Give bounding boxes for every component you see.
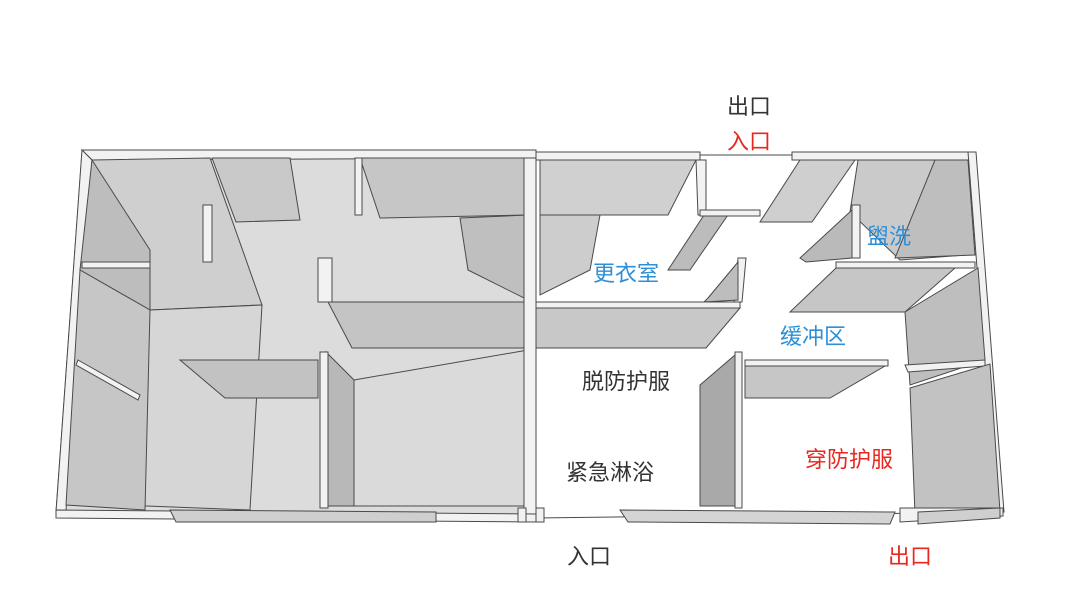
washroom-divider <box>851 204 861 259</box>
wear-ppe-top-wall <box>744 359 889 367</box>
doorway-mark-1 <box>535 507 545 523</box>
separator-wall-face <box>535 307 742 349</box>
room-face-9 <box>178 359 319 399</box>
label-emergency-shower: 紧急淋浴 <box>565 461 655 486</box>
label-washroom: 盥洗 <box>866 225 912 250</box>
room-face-4 <box>65 269 151 511</box>
separator-wall-top <box>535 301 741 309</box>
partition-4 <box>319 351 329 509</box>
label-wear-ppe: 穿防护服 <box>804 448 894 473</box>
partition-7 <box>75 359 141 401</box>
lower-right-face <box>909 363 1001 515</box>
label-bottom-exit: 出口 <box>887 545 933 570</box>
washroom-left-face <box>799 208 853 263</box>
label-remove-ppe: 脱防护服 <box>581 370 671 395</box>
wear-ppe-partition <box>734 351 743 509</box>
changing-room-front-face <box>702 260 739 303</box>
doorway-marks <box>517 507 545 523</box>
label-buffer-zone: 缓冲区 <box>779 325 847 350</box>
label-changing-room: 更衣室 <box>592 262 660 287</box>
top-wall-left <box>535 151 701 161</box>
changing-room-divider <box>695 159 707 216</box>
partition-2 <box>354 157 363 216</box>
changing-room-side-top <box>699 209 761 217</box>
room-face-6 <box>359 157 529 219</box>
wear-ppe-top-face <box>744 365 887 399</box>
changing-room-left-wall <box>539 214 601 296</box>
buffer-wall-top <box>835 261 976 269</box>
partition-6 <box>81 261 151 269</box>
wear-ppe-partition-face <box>699 353 736 507</box>
label-bottom-entrance: 入口 <box>566 545 612 570</box>
bottom-wall-right-3 <box>917 507 1001 525</box>
partition-1 <box>202 204 213 263</box>
room-face-8 <box>327 301 529 349</box>
doorway-mark-2 <box>517 507 527 523</box>
room-face-10 <box>325 350 355 507</box>
partition-5 <box>523 157 537 519</box>
right-zone-block <box>535 151 1005 525</box>
room-face-5 <box>211 157 301 223</box>
washroom-back-wall <box>759 159 856 223</box>
bottom-wall-segment-1 <box>169 509 437 523</box>
label-top-exit: 出口 <box>726 95 772 120</box>
bottom-wall-right-1 <box>619 509 896 525</box>
washroom-right-face <box>894 159 976 259</box>
label-top-entrance: 入口 <box>726 130 772 155</box>
top-wall-right <box>791 151 976 161</box>
changing-room-back-wall <box>539 159 697 216</box>
left-room-block <box>55 148 537 523</box>
partition-3 <box>317 257 333 303</box>
